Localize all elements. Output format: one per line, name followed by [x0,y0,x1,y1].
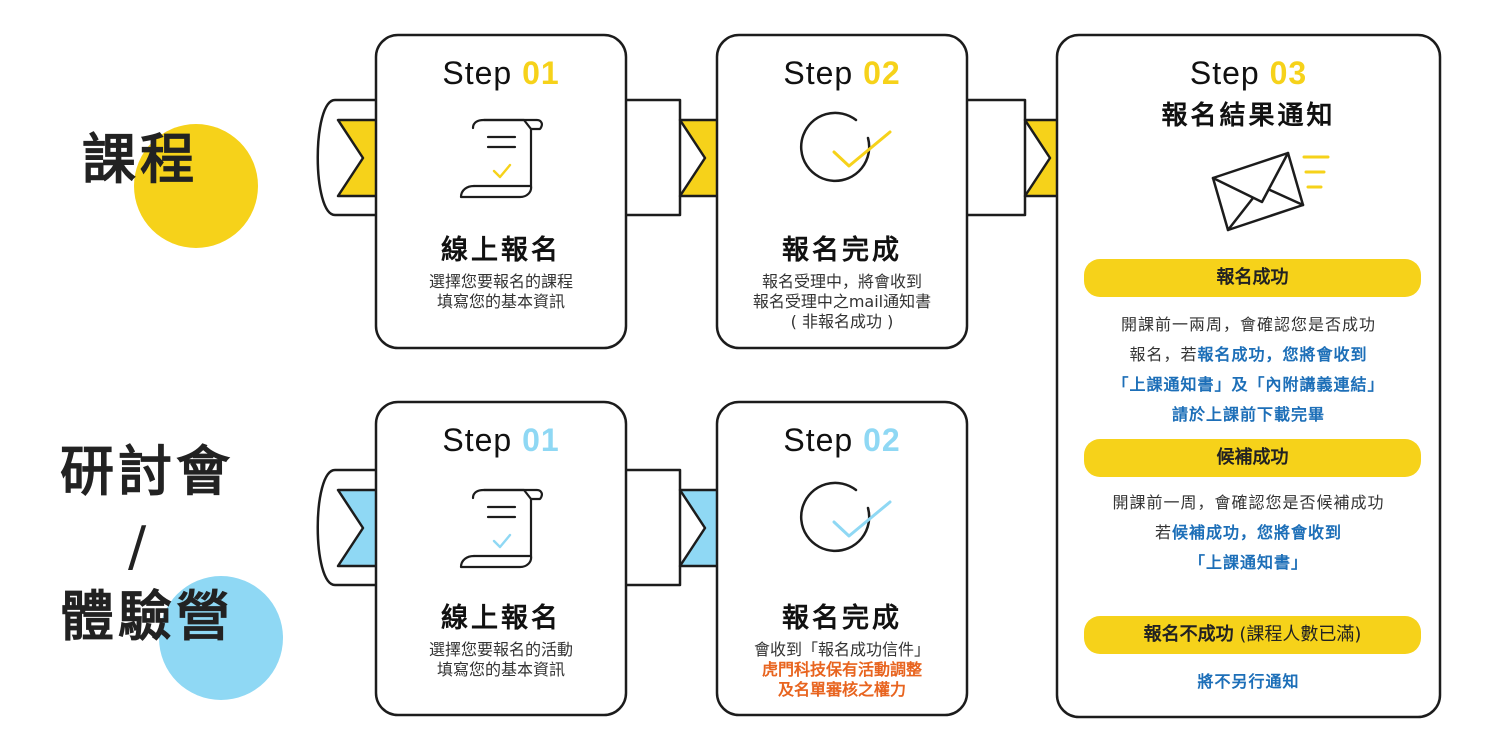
card-seminar-step2 [715,400,969,717]
waitlist-text: 開課前一周，會確認您是否候補成功 若候補成功，您將會收到 「上課通知書」 [1060,488,1437,578]
seminar-step2-heading: Step 02 [717,422,967,459]
desc-line-highlight: 及名單審核之權力 [777,680,906,699]
step3-heading: Step 03 [1057,55,1440,92]
card-step3 [1055,33,1442,719]
card-seminar-step1 [374,400,628,717]
para-line: 報名，若報名成功，您將會收到 [1060,340,1437,370]
document-scroll-icon [459,488,543,569]
course-step2-heading: Step 02 [717,55,967,92]
seminar-step1-title: 線上報名 [441,603,561,634]
course-label: 課程 [82,128,198,191]
card-course-step1 [374,33,628,350]
course-step1-desc: 選擇您要報名的課程 填寫您的基本資訊 [376,272,626,312]
seminar-label-circle [159,576,283,700]
course-step2-title: 報名完成 [782,235,902,266]
seminar-step2-desc: 會收到「報名成功信件」 虎門科技保有活動調整 及名單審核之權力 [717,640,967,700]
para-highlight: 候補成功，您將會收到 [1172,523,1343,542]
para-highlight: 報名成功，您將會收到 [1197,345,1368,364]
course-step1-heading: Step 01 [376,55,626,92]
success-pill: 報名成功 [1084,259,1421,297]
seminar-label-line1: 研討會 [60,440,234,503]
step-word: Step [783,55,854,91]
fail-text: 將不另行通知 [1060,667,1437,697]
waitlist-pill: 候補成功 [1084,439,1421,477]
fail-pill-note: (課程人數已滿) [1233,624,1362,645]
success-text: 開課前一兩周，會確認您是否成功 報名，若報名成功，您將會收到 「上課通知書」及「… [1060,310,1437,430]
desc-line: 報名受理中之mail通知書 [752,292,932,311]
para-text: 若 [1154,523,1172,542]
para-line: 若候補成功，您將會收到 [1060,518,1437,548]
para-line-highlight: 「上課通知書」 [1188,553,1308,572]
desc-line: 填寫您的基本資訊 [436,292,565,311]
desc-line: 選擇您要報名的課程 [428,272,573,291]
desc-line: 報名受理中，將會收到 [761,272,922,291]
para-text: 報名，若 [1129,345,1198,364]
fail-pill: 報名不成功 (課程人數已滿) [1084,616,1421,654]
step-word: Step [783,422,854,458]
mail-envelope-icon [1211,151,1330,232]
step3-title: 報名結果通知 [1161,101,1336,131]
document-scroll-icon [459,118,543,199]
card-course-step2 [715,33,969,350]
fail-pill-label: 報名不成功 [1143,624,1234,645]
step-number: 02 [863,55,901,91]
course-step1-title: 線上報名 [441,235,561,266]
check-circle-icon [799,481,892,553]
seminar-label-line3: 體驗營 [60,585,234,648]
seminar-label-slash: / [128,515,151,578]
desc-line: 填寫您的基本資訊 [436,660,565,679]
step-word: Step [442,422,513,458]
desc-line-highlight: 虎門科技保有活動調整 [761,660,922,679]
step-word: Step [1189,55,1260,91]
seminar-step1-desc: 選擇您要報名的活動 填寫您的基本資訊 [376,640,626,680]
step-number: 01 [522,55,560,91]
check-circle-icon [799,111,892,183]
para-line: 開課前一兩周，會確認您是否成功 [1120,315,1376,334]
para-line-highlight: 將不另行通知 [1197,672,1300,691]
para-line: 開課前一周，會確認您是否候補成功 [1112,493,1385,512]
step-number: 02 [863,422,901,458]
para-line-highlight: 「上課通知書」及「內附講義連結」 [1112,375,1385,394]
seminar-step1-heading: Step 01 [376,422,626,459]
desc-line: 選擇您要報名的活動 [428,640,573,659]
step-number: 01 [522,422,560,458]
seminar-step2-title: 報名完成 [782,603,902,634]
course-label-circle [134,124,258,248]
step-number: 03 [1269,55,1308,91]
desc-line: ( 非報名成功 ) [790,312,894,331]
course-step2-desc: 報名受理中，將會收到 報名受理中之mail通知書 ( 非報名成功 ) [717,272,967,332]
para-line-highlight: 請於上課前下載完畢 [1171,405,1325,424]
step-word: Step [442,55,513,91]
desc-line: 會收到「報名成功信件」 [753,640,930,659]
